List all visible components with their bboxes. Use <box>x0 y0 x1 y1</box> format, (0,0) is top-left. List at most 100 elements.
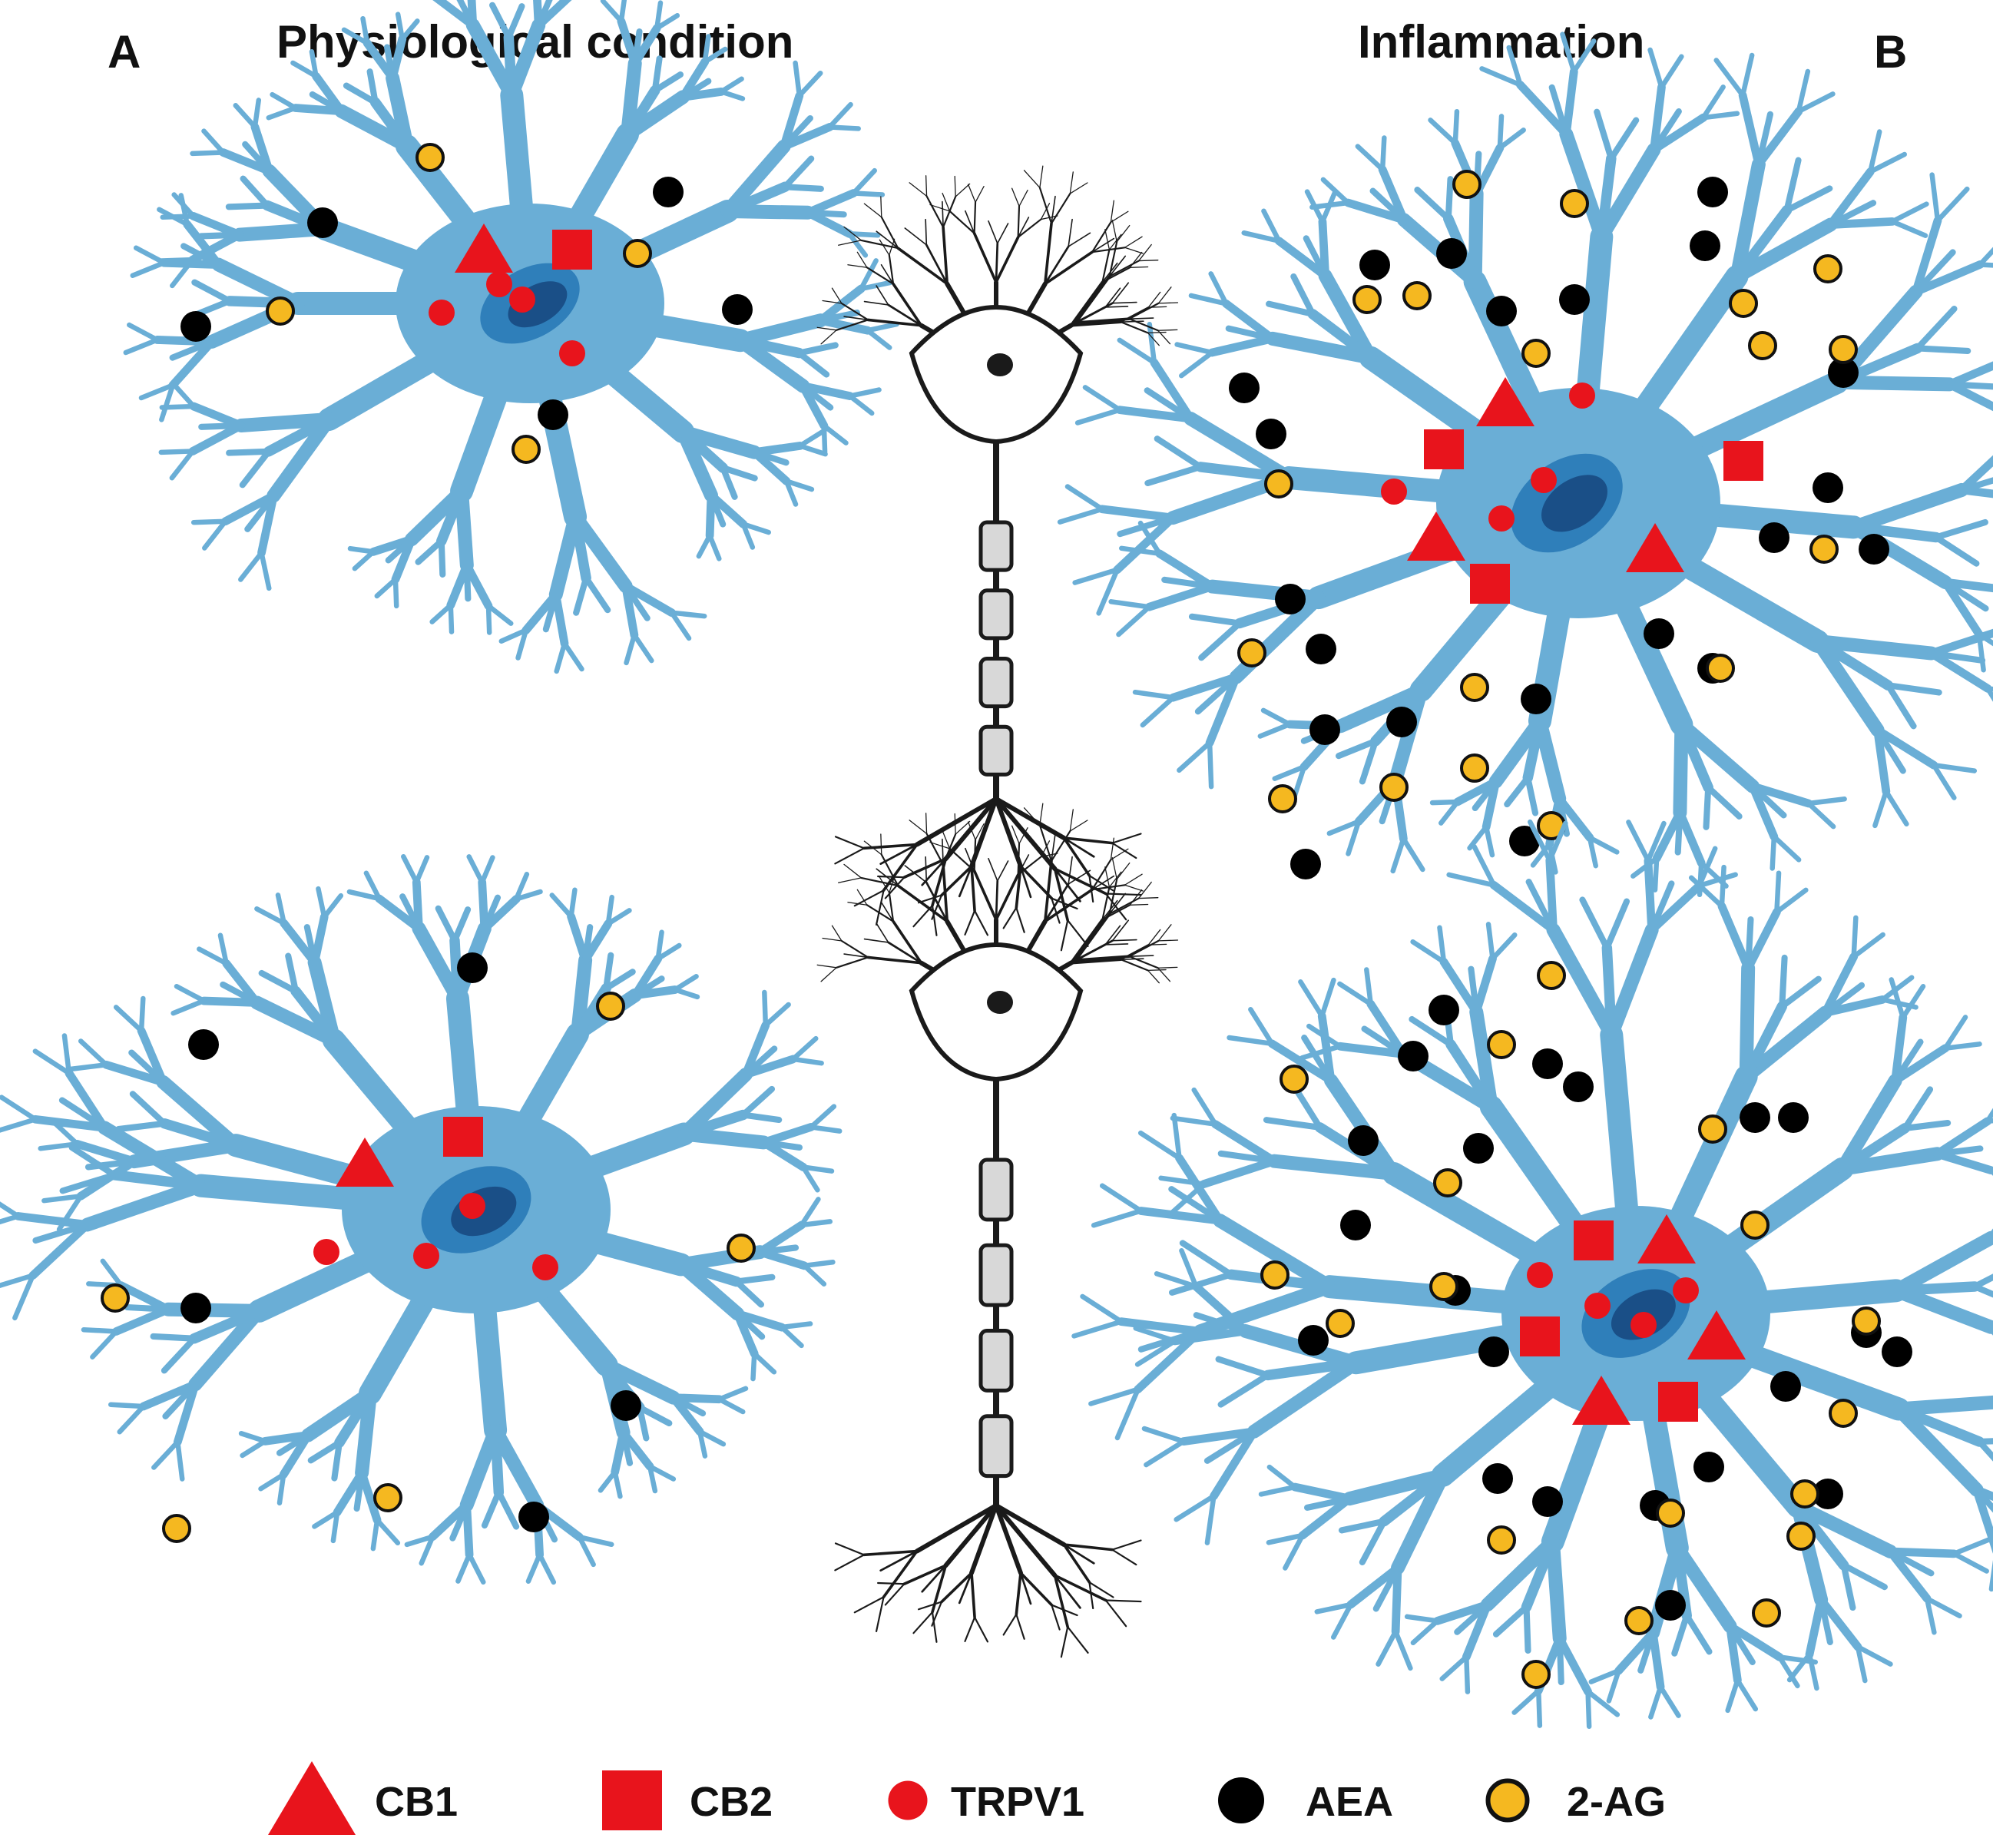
process-branch <box>1154 1271 1199 1290</box>
process-branch <box>879 1550 919 1571</box>
process-branch <box>1260 707 1293 727</box>
process-branch <box>851 167 877 196</box>
aea-circle-icon <box>1298 1325 1329 1356</box>
process-branch <box>1523 1604 1531 1654</box>
process-branch <box>1614 1628 1657 1675</box>
process-branch <box>1355 144 1385 172</box>
process-branch <box>1945 379 1993 412</box>
process-branch <box>994 1503 1067 1547</box>
aea-circle-icon <box>722 294 753 325</box>
process-branch <box>1346 819 1362 856</box>
process-branch <box>843 316 869 321</box>
process-branch <box>888 254 895 285</box>
process-branch <box>1976 1438 1993 1462</box>
process-branch <box>1111 220 1117 243</box>
process-branch <box>790 1035 819 1062</box>
process-branch <box>129 1091 168 1127</box>
process-branch <box>374 576 399 599</box>
process-branch <box>880 833 882 856</box>
process-branch <box>1826 167 1875 230</box>
cb2-square-icon <box>1723 441 1763 481</box>
process-branch <box>973 909 989 936</box>
process-branch <box>803 208 854 238</box>
process-branch <box>751 1351 777 1375</box>
process-branch <box>1154 436 1204 470</box>
myelin-sheath <box>978 520 1014 572</box>
process-branch <box>970 1571 976 1619</box>
process-branch <box>1069 918 1104 965</box>
process-branch <box>1740 52 1755 98</box>
process-branch <box>341 27 370 46</box>
trpv1-circle-icon <box>1488 505 1515 532</box>
process-branch <box>1545 1534 1567 1646</box>
process-branch <box>1290 273 1316 317</box>
process-branch <box>61 1033 72 1076</box>
process-branch <box>1675 808 1706 867</box>
process-branch <box>485 603 514 626</box>
process-branch <box>285 952 300 995</box>
process-branch <box>1369 187 1408 224</box>
process-branch <box>677 1067 753 1141</box>
process-branch <box>267 412 336 503</box>
process-branch <box>1208 271 1229 306</box>
process-branch <box>876 285 889 306</box>
process-branch <box>226 448 272 456</box>
process-branch <box>1111 282 1130 304</box>
process-branch <box>81 1326 119 1334</box>
process-branch <box>1062 836 1091 877</box>
process-branch <box>1017 843 1021 876</box>
process-branch <box>707 491 748 528</box>
2ag-circle-icon <box>1521 339 1551 368</box>
process-branch <box>561 641 584 672</box>
process-branch <box>1749 783 1787 819</box>
process-branch <box>1043 859 1053 923</box>
process-branch <box>1705 784 1743 820</box>
process-branch <box>211 257 305 310</box>
process-branch <box>1128 939 1160 958</box>
myelin-sheath <box>978 1243 1014 1307</box>
process-branch <box>720 465 758 482</box>
process-branch <box>1342 1468 1450 1506</box>
process-branch <box>1137 1207 1224 1225</box>
2ag-circle-icon <box>415 143 445 172</box>
process-branch <box>876 922 889 943</box>
trpv1-circle-icon <box>459 1193 485 1219</box>
process-branch <box>429 1500 472 1542</box>
process-branch <box>804 209 847 218</box>
process-branch <box>1579 896 1611 952</box>
process-branch <box>1933 1149 1993 1174</box>
process-branch <box>1745 916 1754 972</box>
process-branch <box>1129 251 1143 268</box>
process-branch <box>1452 108 1460 146</box>
process-branch <box>0 1273 36 1289</box>
process-branch <box>1468 186 1484 289</box>
process-branch <box>112 1305 173 1336</box>
process-branch <box>762 989 769 1028</box>
process-branch <box>800 383 834 411</box>
process-branch <box>449 935 463 1004</box>
process-branch <box>1670 1541 1737 1634</box>
process-branch <box>1366 999 1408 1058</box>
aea-circle-icon <box>1429 995 1459 1025</box>
cb2-square-icon <box>443 1117 483 1157</box>
process-branch <box>1011 825 1020 845</box>
process-branch <box>840 939 869 959</box>
process-branch <box>955 820 971 835</box>
process-branch <box>863 840 882 856</box>
process-branch <box>113 1005 144 1034</box>
process-branch <box>834 1542 866 1556</box>
process-branch <box>808 1104 837 1130</box>
process-branch <box>1266 1532 1306 1545</box>
process-branch <box>988 220 998 244</box>
process-branch <box>463 561 472 602</box>
process-branch <box>877 875 905 879</box>
process-branch <box>967 821 976 840</box>
process-branch <box>1051 195 1056 224</box>
process-branch <box>548 509 583 602</box>
process-branch <box>599 1358 680 1405</box>
process-branch <box>846 231 881 238</box>
process-branch <box>988 857 998 882</box>
process-branch <box>1108 599 1152 610</box>
process-branch <box>1771 834 1802 863</box>
process-branch <box>1525 774 1539 816</box>
